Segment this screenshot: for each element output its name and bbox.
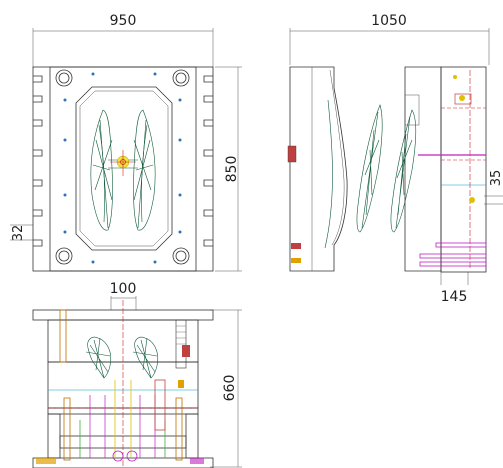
ejector-pins	[418, 154, 487, 267]
side-ejector-housing	[440, 66, 487, 273]
dim-plate-offset: 32	[11, 225, 26, 242]
front-parts	[85, 336, 159, 379]
top-parts	[90, 109, 156, 231]
side-view: 1050 35 145	[287, 13, 503, 305]
guide-pillars	[55, 69, 190, 265]
cavity-outline	[75, 86, 173, 251]
side-fixed-half	[289, 66, 348, 272]
dim-front-height: 660	[222, 375, 238, 402]
dim-top-width: 950	[110, 13, 137, 29]
dim-side-small: 35	[489, 170, 503, 187]
dim-side-width: 1050	[371, 13, 407, 29]
dim-side-bottom: 145	[441, 289, 468, 305]
top-view: 950 850 32	[10, 13, 242, 272]
front-spacer-left	[47, 413, 61, 459]
dim-top-height: 850	[224, 156, 240, 183]
side-parts	[324, 99, 417, 249]
front-view: 100 660	[32, 281, 242, 468]
side-moving-half	[404, 66, 442, 272]
front-ejector-pins	[79, 380, 166, 458]
top-inner-plate	[49, 66, 197, 272]
front-spacer-right	[185, 413, 199, 459]
dim-front-top: 100	[110, 281, 137, 297]
